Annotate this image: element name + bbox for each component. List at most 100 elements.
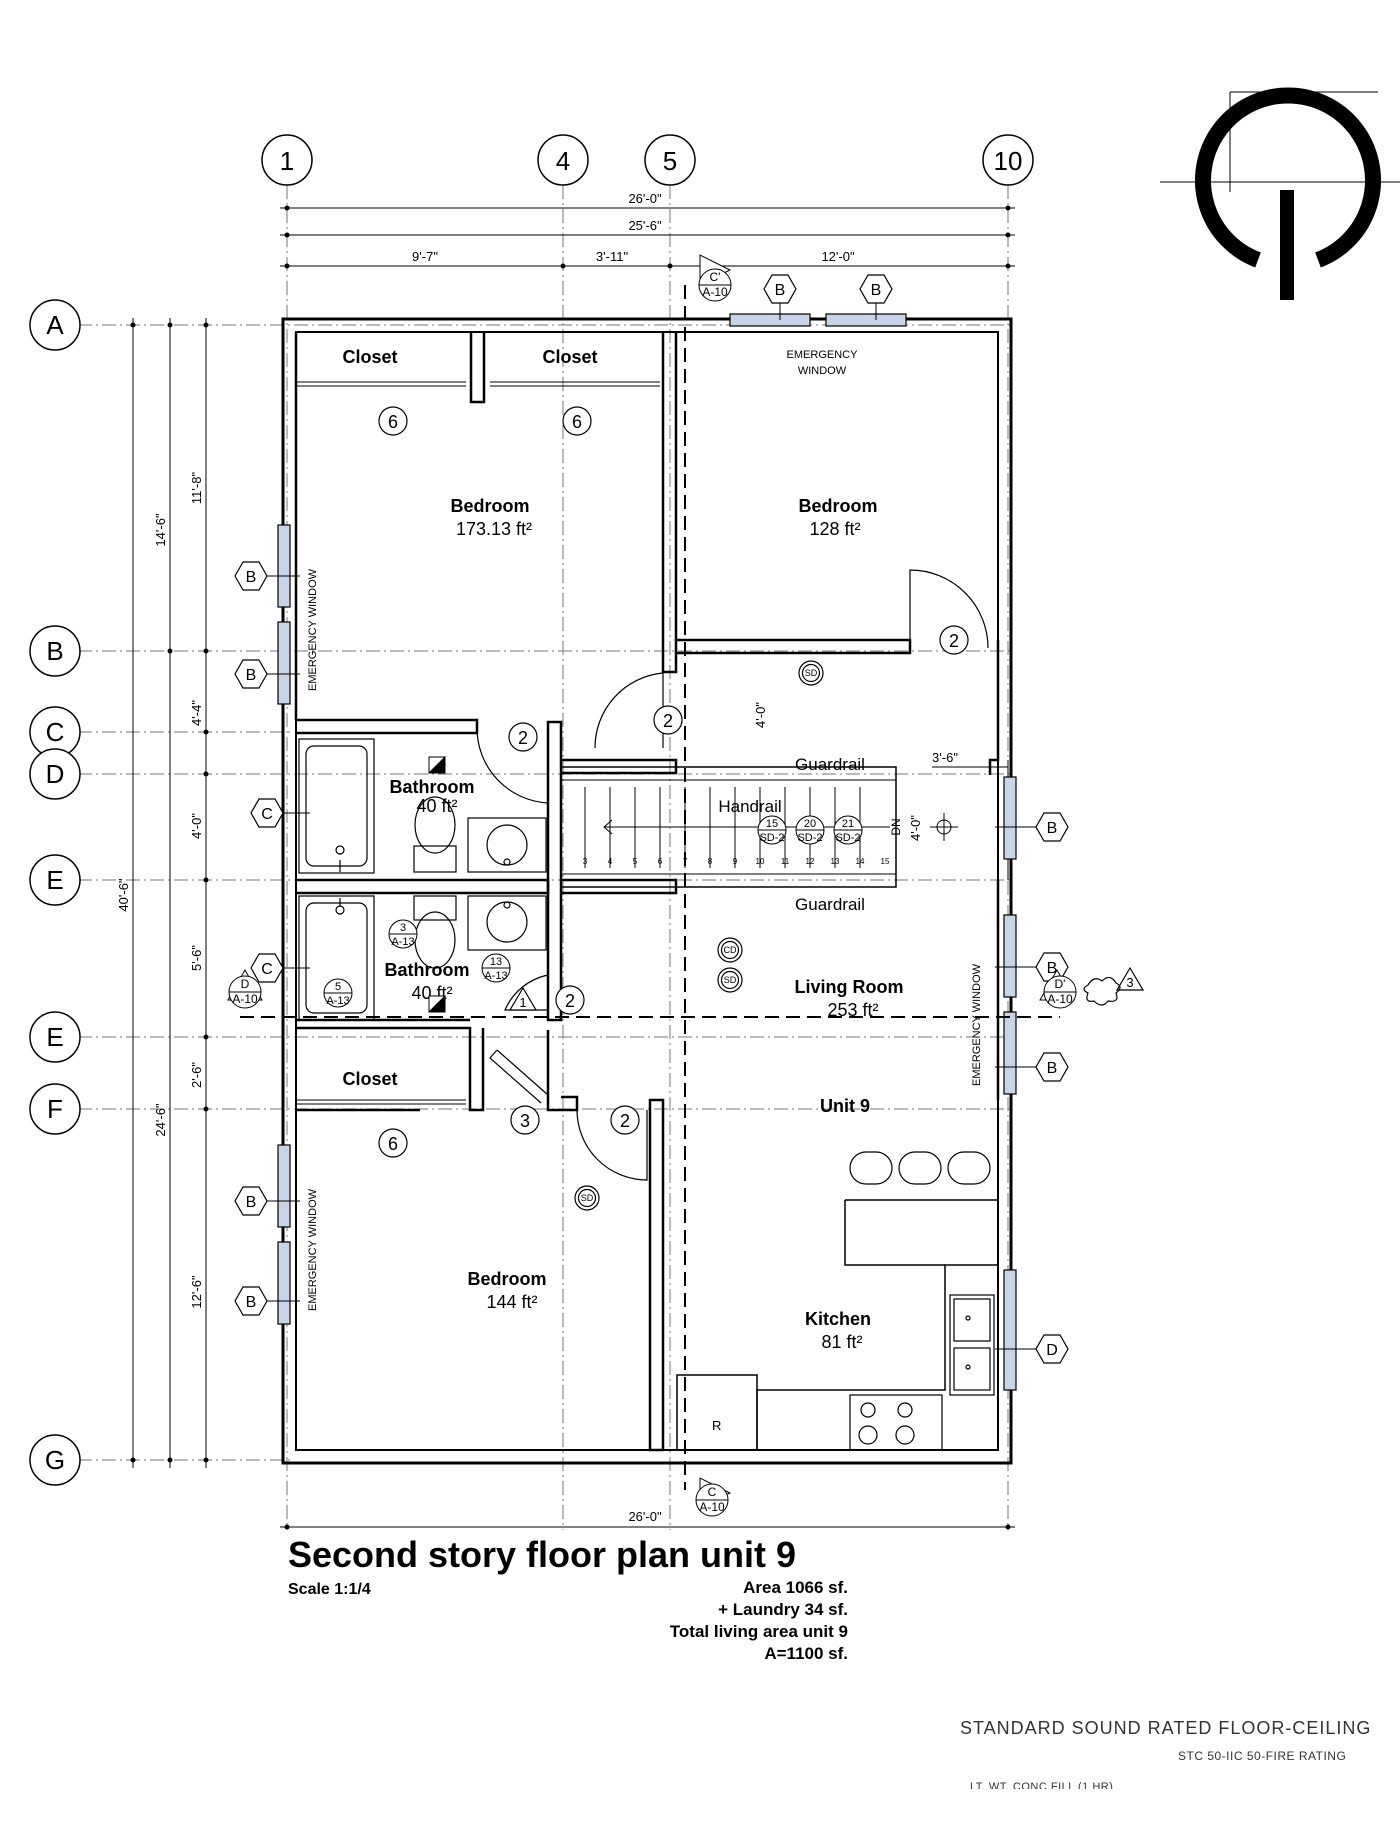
room-bath-1-area: 40 ft² — [416, 796, 457, 816]
door-tag-hall: 2 — [663, 711, 673, 731]
closet-door-tracks — [296, 381, 660, 1105]
sink-upper — [467, 817, 547, 873]
window-tag-hexagons — [234, 274, 1069, 1364]
sink-lower — [467, 895, 547, 951]
closet-door-tag-1: 6 — [388, 412, 398, 432]
windows — [277, 313, 1017, 1391]
detail-20-sheet: SD-2 — [797, 832, 822, 844]
guardrail-lower-label: Guardrail — [795, 895, 865, 914]
doors — [476, 569, 989, 1181]
room-closet-3: Closet — [342, 1069, 397, 1089]
emergency-window-right: EMERGENCY WINDOW — [971, 963, 983, 1086]
area-line-4: A=1100 sf. — [764, 1644, 848, 1663]
room-closet-1: Closet — [342, 347, 397, 367]
toilet-lower — [413, 895, 457, 969]
stair-step-9: 9 — [733, 857, 738, 866]
detail-20: 20 — [804, 818, 816, 830]
smoke-detector-living: SD — [724, 975, 737, 985]
emergency-window-top-line-2: WINDOW — [798, 365, 847, 377]
stair-step-10: 10 — [756, 857, 765, 866]
smoke-detector-bedroom-3: SD — [581, 1193, 594, 1203]
kitchen-counter — [676, 1199, 999, 1451]
bar-stools — [849, 1151, 991, 1185]
door-tag-bedroom-2: 2 — [949, 631, 959, 651]
row-bubble-c: C — [46, 717, 65, 747]
section-c-prime: C' — [710, 270, 721, 284]
section-c: C — [708, 1485, 717, 1499]
bathtub-upper — [298, 738, 375, 874]
stair-step-15: 15 — [881, 857, 890, 866]
dim-inner-5: 2'-6" — [189, 1062, 204, 1088]
dimension-lines — [132, 207, 1015, 1528]
window-tag-b-left-3: B — [246, 1194, 257, 1211]
dim-left-lower: 24'-6" — [153, 1103, 168, 1137]
room-living-area: 253 ft² — [827, 1000, 878, 1020]
kitchen-sink-icon — [949, 1294, 995, 1396]
detail-21-sheet: SD-2 — [835, 832, 860, 844]
dim-inner-6: 12'-6" — [189, 1275, 204, 1309]
section-d-prime: D' — [1055, 977, 1066, 991]
dim-inner-2: 4'-4" — [189, 700, 204, 726]
stair-step-8: 8 — [708, 857, 713, 866]
detail-15-sheet: SD-2 — [759, 832, 784, 844]
row-bubble-a: A — [46, 310, 64, 340]
window-tag-c-2: C — [261, 961, 273, 978]
detail-3-sheet: A-13 — [391, 936, 414, 948]
emergency-window-top-line-1: EMERGENCY — [787, 349, 859, 361]
stair-step-6: 6 — [658, 857, 663, 866]
toilet-upper — [413, 796, 457, 873]
exhaust-fan-icons — [427, 755, 446, 1013]
room-bath-2-name: Bathroom — [385, 960, 470, 980]
detail-5-sheet: A-13 — [326, 995, 349, 1007]
emergency-window-left-upper: EMERGENCY WINDOW — [307, 568, 319, 691]
door-tag-bath-1: 2 — [518, 728, 528, 748]
window-tag-b-left-4: B — [246, 1294, 257, 1311]
sound-rating-note: STANDARD SOUND RATED FLOOR-CEILING STC 5… — [960, 1718, 1400, 1789]
window-tag-b-right-1: B — [1047, 820, 1058, 837]
dim-bottom-overall: 26'-0" — [628, 1509, 662, 1524]
room-bedroom-3-area: 144 ft² — [486, 1292, 537, 1312]
smoke-detector-hall: SD — [805, 668, 818, 678]
room-bedroom-2-area: 128 ft² — [809, 519, 860, 539]
emergency-window-left-lower: EMERGENCY WINDOW — [307, 1188, 319, 1311]
column-bubble-4: 4 — [556, 146, 570, 176]
dim-top-inner: 25'-6" — [628, 218, 662, 233]
door-tag-bath-2: 2 — [565, 991, 575, 1011]
column-grid-bubbles — [261, 134, 1034, 186]
detail-15: 15 — [766, 818, 778, 830]
dim-inner-3: 4'-0" — [189, 813, 204, 839]
room-living-name: Living Room — [795, 977, 904, 997]
dim-top-overall: 26'-0" — [628, 191, 662, 206]
area-line-3: Total living area unit 9 — [669, 1622, 848, 1641]
room-bedroom-2-name: Bedroom — [798, 496, 877, 516]
closet-door-tag-2: 6 — [572, 412, 582, 432]
north-arrow-icon — [1160, 87, 1400, 300]
window-tag-b-right-3: B — [1047, 1060, 1058, 1077]
section-c-sheet: A-10 — [699, 1500, 725, 1514]
sound-note-line-3: LT. WT. CONC FILL (1 HR) — [970, 1781, 1114, 1789]
door-tag-closet-3: 3 — [520, 1111, 530, 1131]
revision-delta-icons — [508, 966, 1145, 1011]
detail-13-sheet: A-13 — [484, 970, 507, 982]
dim-inner-4: 5'-6" — [189, 945, 204, 971]
area-summary: Area 1066 sf. + Laundry 34 sf. Total liv… — [670, 1577, 848, 1665]
row-bubble-d: D — [46, 759, 65, 789]
room-kitchen-area: 81 ft² — [821, 1332, 862, 1352]
cooktop-icon — [849, 1394, 943, 1451]
dim-top-seg-2: 3'-11" — [596, 249, 629, 264]
guardrail-upper-label: Guardrail — [795, 755, 865, 774]
section-d: D — [241, 977, 250, 991]
stair-step-11: 11 — [781, 857, 790, 866]
window-tag-b-right-2: B — [1047, 960, 1058, 977]
dimension-ticks — [130, 205, 1011, 1530]
stair-dn-label: DN — [889, 818, 903, 835]
co-detector-living: CD — [724, 945, 737, 955]
stair-step-14: 14 — [856, 857, 865, 866]
title-block: Second story floor plan unit 9 Scale 1:1… — [288, 1535, 848, 1664]
row-grid-bubbles — [29, 299, 81, 1486]
row-bubble-e-lower: E — [46, 1022, 63, 1052]
dim-inner-1: 11'-8" — [189, 472, 204, 505]
window-tag-leaders — [267, 303, 1036, 1350]
row-bubble-f: F — [47, 1094, 63, 1124]
stair-step-13: 13 — [831, 857, 840, 866]
